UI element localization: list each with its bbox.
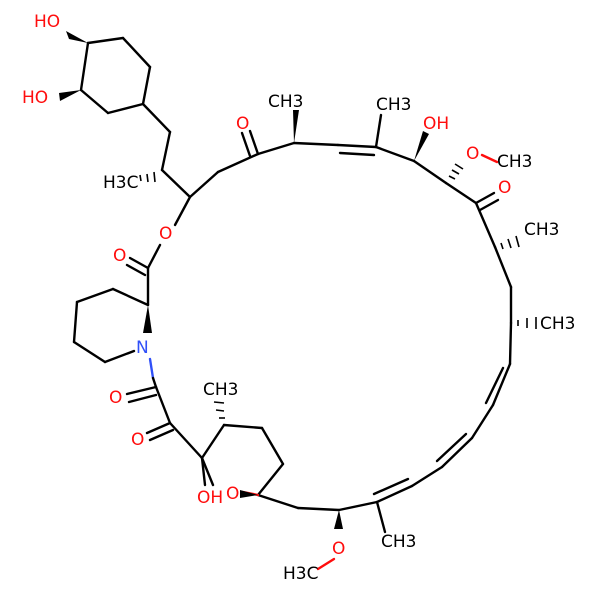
methoxy-oxygen-label: O [332,539,345,559]
ketone-top [240,129,260,158]
methyl-label: CH3 [268,92,303,112]
methyl-label: CH3 [376,95,411,115]
nitrogen-label: N [136,338,149,358]
hydroxyl-label: OH [423,114,449,134]
methyl-label: CH3 [203,380,238,400]
hydroxyl-label: HO [22,88,48,108]
methyl-label: H3C [103,173,138,193]
hydroxyl-label: HO [34,12,60,32]
macrocycle [146,141,513,512]
amide-oxygen-label: O [109,388,122,408]
carbonyl-oxygen-label: O [113,246,126,266]
piperidine-ring [72,287,158,389]
methyl-label: H3C [283,564,318,584]
ketone-oxygen-label: O [498,178,511,198]
side-chain [139,102,192,199]
lactone-oxygen-label: O [159,224,172,244]
methyl-label: CH3 [381,532,416,552]
ketone-oxygen-label: O [236,114,249,134]
methyl-label: CH3 [524,220,559,240]
methyl-label: CH3 [497,152,532,172]
keto-oxygen-label: O [131,430,144,450]
lactone [125,256,150,277]
hemiketal-hydroxyl-label: OH [197,488,223,508]
cyclohexyl-ring [59,31,152,115]
methoxy-oxygen-label: O [466,144,479,164]
pyran-ring [200,401,285,498]
ring-oxygen-label: O [226,484,239,504]
methyl-label: CH3 [540,314,575,334]
